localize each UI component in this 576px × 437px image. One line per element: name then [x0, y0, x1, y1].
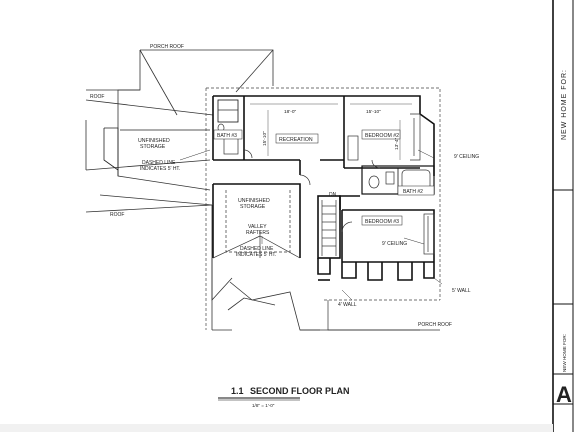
ceiling-label-lower: 9' CEILING	[382, 241, 407, 247]
storage-left-label: UNFINISHED STORAGE	[138, 138, 171, 150]
recreation-label: RECREATION	[279, 137, 313, 143]
dashed-left-line1: DASHED LINE	[142, 160, 176, 166]
ceiling-label-upper: 9' CEILING	[454, 154, 479, 160]
storage-center-label: UNFINISHED STORAGE	[238, 198, 271, 210]
roof-left-label: ROOF	[90, 94, 104, 100]
valley-label: VALLEY RAFTERS	[246, 224, 270, 236]
dashed-left-label: DASHED LINE INDICATES 5' HT.	[140, 160, 180, 172]
dimension-lines	[250, 103, 412, 160]
bedroom2-label: BEDROOM #2	[365, 133, 399, 139]
drawing-scale: 1/8" = 1'-0"	[252, 403, 275, 408]
storage-left-line1: UNFINISHED	[138, 138, 170, 144]
storage-left-outline	[103, 127, 210, 176]
porch-roof-top-label: PORCH ROOF	[150, 44, 184, 50]
valley-line1: VALLEY	[248, 224, 267, 230]
dashed-center-line1: DASHED LINE	[240, 246, 274, 252]
drawing-number: 1.1	[231, 386, 244, 396]
dashed-center-label: DASHED LINE INDICATES 5' HT.	[236, 246, 276, 258]
stair-down-label: DN	[329, 192, 337, 198]
leader-lines	[179, 149, 443, 301]
dashed-center-line2: INDICATES 5' HT.	[236, 252, 276, 258]
drawing-title-block	[218, 397, 300, 401]
valley-line2: RAFTERS	[246, 230, 270, 236]
wall-5-label: 5' WALL	[452, 288, 471, 294]
roof-outline	[85, 49, 320, 331]
dim-recreation-depth: 15'-10"	[262, 131, 268, 146]
roof-mid-label: ROOF	[110, 212, 124, 218]
floor-envelope	[205, 87, 441, 330]
sheet-letter: A	[556, 382, 572, 407]
title-block	[552, 0, 574, 432]
wall-4-label: 4' WALL	[338, 302, 357, 308]
storage-center-line2: STORAGE	[240, 204, 266, 210]
drawing-title: SECOND FLOOR PLAN	[250, 386, 350, 396]
dashed-left-line2: INDICATES 5' HT.	[140, 166, 180, 172]
title-block-top-text: NEW HOME FOR:	[561, 69, 568, 140]
dim-bedroom-depth: 13'-4"	[394, 137, 400, 150]
storage-left-line2: STORAGE	[140, 144, 166, 150]
bath3-label: BATH #3	[217, 133, 237, 139]
fixtures	[212, 109, 440, 331]
bedroom3-label: BEDROOM #3	[365, 219, 399, 225]
bath2-label: BATH #2	[403, 189, 423, 195]
title-block-bottom-text: NEW HOME FOR:	[562, 334, 567, 372]
porch-roof-bottom-label: PORCH ROOF	[418, 322, 452, 328]
storage-center-line1: UNFINISHED	[238, 198, 270, 204]
dim-recreation-width: 18'-0"	[284, 109, 297, 115]
dim-bedroom-width: 15'-10"	[366, 109, 381, 115]
